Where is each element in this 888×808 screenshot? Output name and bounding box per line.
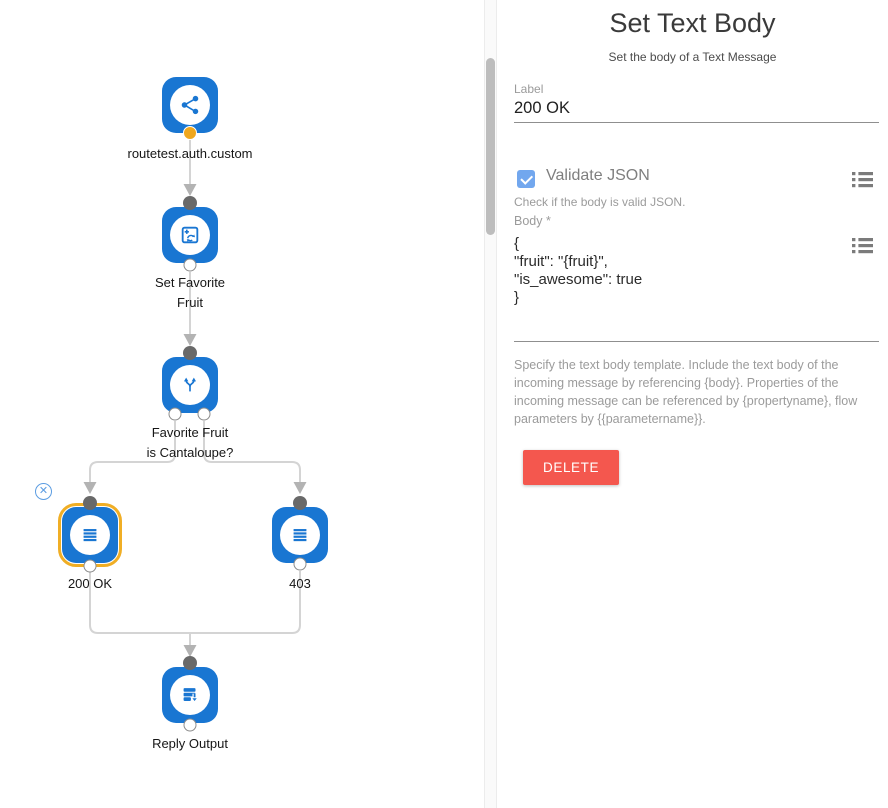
flow-node-200-ok[interactable] bbox=[62, 507, 118, 563]
flow-node-reply-output[interactable] bbox=[162, 667, 218, 723]
node-label-200-ok: 200 OK bbox=[67, 576, 113, 591]
trigger-output-port[interactable] bbox=[183, 126, 197, 140]
set-variables-icon bbox=[181, 226, 199, 244]
output-port[interactable] bbox=[183, 258, 197, 272]
label-field-underline bbox=[514, 122, 879, 123]
panel-title: Set Text Body bbox=[609, 8, 776, 38]
body-field-description: Specify the text body template. Include … bbox=[514, 358, 858, 426]
delete-button[interactable]: DELETE bbox=[523, 450, 620, 485]
close-icon[interactable]: ✕ bbox=[35, 483, 52, 500]
validate-json-label: Validate JSON bbox=[546, 167, 650, 184]
node-circle bbox=[280, 515, 320, 555]
scrollbar-thumb[interactable] bbox=[486, 58, 495, 235]
flow-node-200-ok-selected-ring[interactable] bbox=[58, 503, 122, 567]
input-port bbox=[83, 496, 97, 510]
vertical-scrollbar[interactable] bbox=[484, 0, 497, 808]
flow-node-403[interactable] bbox=[272, 507, 328, 563]
node-circle bbox=[170, 365, 210, 405]
share-icon bbox=[181, 95, 199, 115]
body-field-underline bbox=[514, 341, 879, 342]
output-port[interactable] bbox=[293, 557, 307, 571]
input-port bbox=[183, 346, 197, 360]
list-menu-icon[interactable] bbox=[852, 237, 873, 254]
body-field-value[interactable]: { "fruit": "{fruit}", "is_awesome": true… bbox=[514, 235, 643, 306]
panel-subtitle: Set the body of a Text Message bbox=[608, 50, 777, 64]
node-circle bbox=[170, 215, 210, 255]
reply-output-icon bbox=[183, 688, 199, 703]
label-field-label: Label bbox=[514, 82, 544, 96]
validate-json-help: Check if the body is valid JSON. bbox=[514, 195, 686, 209]
input-port bbox=[183, 196, 197, 210]
flow-canvas[interactable]: routetest.auth.custom Set Favorite Fruit bbox=[0, 0, 484, 808]
node-label-trigger: routetest.auth.custom bbox=[127, 146, 253, 161]
output-port[interactable] bbox=[183, 718, 197, 732]
split-branch-icon bbox=[183, 377, 197, 392]
node-label-set-favorite-fruit: Set Favorite Fruit bbox=[154, 275, 226, 310]
text-body-icon bbox=[83, 529, 97, 542]
split-outlet-right[interactable] bbox=[197, 407, 211, 421]
node-circle bbox=[170, 675, 210, 715]
inspector-panel: Set Text Body Set the body of a Text Mes… bbox=[497, 0, 888, 808]
node-label-reply-output: Reply Output bbox=[152, 736, 228, 751]
node-label-403: 403 bbox=[289, 576, 311, 591]
connector-lines bbox=[83, 133, 307, 657]
flow-node-set-favorite-fruit[interactable] bbox=[162, 207, 218, 263]
validate-json-checkbox[interactable] bbox=[517, 170, 535, 188]
label-field-value[interactable]: 200 OK bbox=[514, 99, 570, 117]
list-menu-icon[interactable] bbox=[852, 171, 873, 188]
node-circle bbox=[70, 515, 110, 555]
body-field-label: Body * bbox=[514, 214, 551, 228]
input-port bbox=[183, 656, 197, 670]
node-label-split: Favorite Fruit is Cantaloupe? bbox=[146, 425, 234, 460]
split-outlet-left[interactable] bbox=[168, 407, 182, 421]
text-body-icon bbox=[293, 529, 307, 542]
flow-node-split[interactable] bbox=[162, 357, 218, 413]
node-circle bbox=[170, 85, 210, 125]
input-port bbox=[293, 496, 307, 510]
output-port[interactable] bbox=[83, 559, 97, 573]
flow-node-trigger[interactable] bbox=[162, 77, 218, 133]
